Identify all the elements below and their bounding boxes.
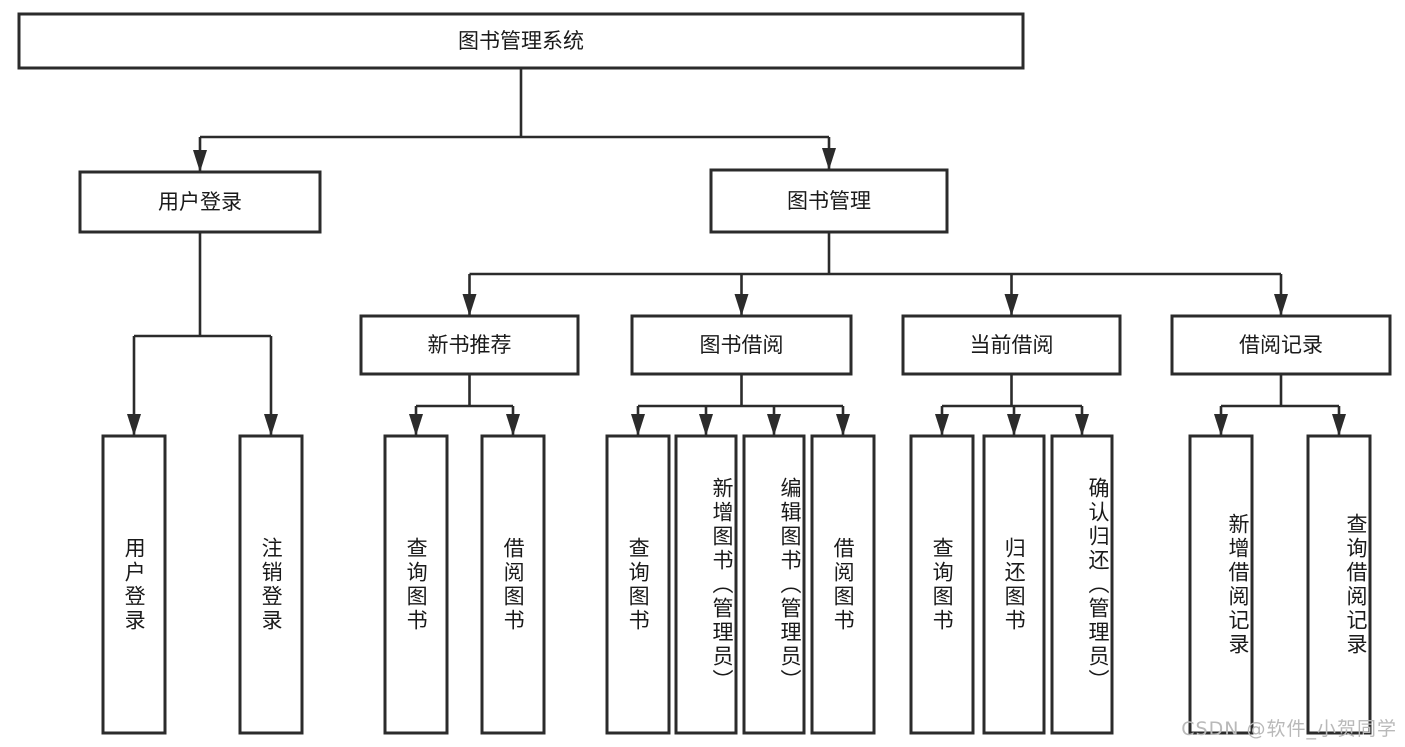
leaf-box[interactable]: [101, 434, 167, 735]
level3-label: 新书推荐: [428, 333, 512, 357]
root-box[interactable]: [17, 12, 1025, 70]
leaf-box[interactable]: [810, 434, 876, 735]
arrow-head-icon: [1332, 414, 1346, 436]
arrow-head-icon: [1075, 414, 1089, 436]
level3-node[interactable]: 图书借阅: [630, 314, 853, 376]
level3-box[interactable]: [359, 314, 580, 376]
leaf-box[interactable]: [383, 434, 449, 735]
arrow-head-icon: [506, 414, 520, 436]
level3-box[interactable]: [901, 314, 1122, 376]
connector-lines: [127, 68, 1346, 436]
arrow-head-icon: [1007, 414, 1021, 436]
leaf-box[interactable]: [480, 434, 546, 735]
leaf-node[interactable]: [238, 434, 304, 735]
arrow-head-icon: [822, 148, 836, 170]
arrow-head-icon: [264, 414, 278, 436]
leaf-box[interactable]: [605, 434, 671, 735]
arrow-head-icon: [699, 414, 713, 436]
level2-label: 图书管理: [787, 189, 871, 213]
leaf-box[interactable]: [742, 434, 806, 735]
leaf-node[interactable]: [810, 434, 876, 735]
root-node[interactable]: 图书管理系统: [17, 12, 1025, 70]
arrow-head-icon: [409, 414, 423, 436]
level2-node[interactable]: 图书管理: [709, 168, 949, 234]
leaf-node[interactable]: [674, 434, 738, 735]
level2-box[interactable]: [78, 170, 322, 234]
leaf-box[interactable]: [1188, 434, 1254, 735]
level3-node[interactable]: 借阅记录: [1170, 314, 1392, 376]
arrow-head-icon: [836, 414, 850, 436]
root-label: 图书管理系统: [458, 29, 584, 53]
leaf-node[interactable]: [1188, 434, 1254, 735]
level3-box[interactable]: [630, 314, 853, 376]
arrow-head-icon: [127, 414, 141, 436]
leaf-node[interactable]: [982, 434, 1046, 735]
leaf-node[interactable]: [1306, 434, 1372, 735]
leaf-box[interactable]: [1306, 434, 1372, 735]
leaf-node[interactable]: [383, 434, 449, 735]
arrow-head-icon: [767, 414, 781, 436]
arrow-head-icon: [462, 294, 477, 316]
leaf-box[interactable]: [674, 434, 738, 735]
leaf-node[interactable]: [605, 434, 671, 735]
level3-label: 借阅记录: [1239, 333, 1323, 357]
level2-box[interactable]: [709, 168, 949, 234]
level2-label: 用户登录: [158, 190, 242, 214]
level3-label: 当前借阅: [970, 333, 1054, 357]
leaf-box[interactable]: [1050, 434, 1114, 735]
arrow-head-icon: [631, 414, 645, 436]
arrow-head-icon: [1274, 294, 1288, 316]
leaf-box[interactable]: [982, 434, 1046, 735]
leaf-node[interactable]: [742, 434, 806, 735]
arrow-head-icon: [734, 294, 749, 316]
arrow-head-icon: [193, 150, 207, 172]
arrow-head-icon: [1004, 294, 1019, 316]
watermark-text: CSDN @软件_小贺同学: [1181, 718, 1397, 740]
leaf-node[interactable]: [909, 434, 975, 735]
leaf-node[interactable]: [1050, 434, 1114, 735]
leaf-node[interactable]: [101, 434, 167, 735]
arrow-head-icon: [1214, 414, 1228, 436]
level3-label: 图书借阅: [700, 333, 784, 357]
leaf-box[interactable]: [909, 434, 975, 735]
level3-node[interactable]: 新书推荐: [359, 314, 580, 376]
leaf-box[interactable]: [238, 434, 304, 735]
level3-box[interactable]: [1170, 314, 1392, 376]
level3-node[interactable]: 当前借阅: [901, 314, 1122, 376]
leaf-node[interactable]: [480, 434, 546, 735]
arrow-head-icon: [935, 414, 949, 436]
level2-node[interactable]: 用户登录: [78, 170, 322, 234]
